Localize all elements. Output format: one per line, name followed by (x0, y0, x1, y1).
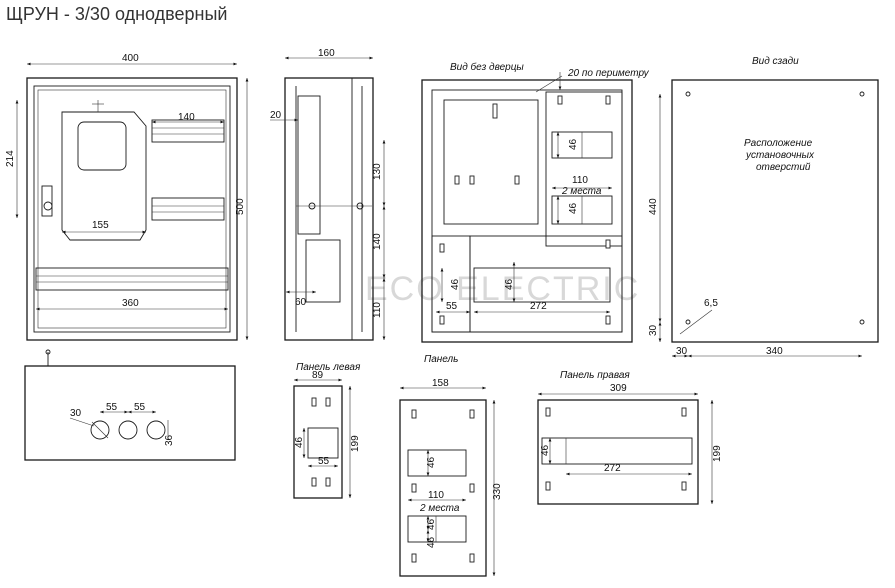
note-line-2: установочных (745, 150, 815, 161)
dim-30-bottom: 30 (70, 408, 82, 419)
dim-214: 214 (5, 150, 16, 167)
dim-46-b: 46 (568, 202, 579, 214)
dim-340: 340 (766, 346, 783, 357)
lock-icon (43, 201, 53, 211)
cable-hole-3 (146, 420, 166, 440)
dim-55: 55 (446, 301, 458, 312)
side-view: 160 20 130 140 110 60 (270, 48, 386, 341)
dim-140: 140 (178, 112, 195, 123)
dim-155: 155 (92, 220, 109, 231)
meter-plate (443, 99, 539, 225)
dim-55-left: 55 (318, 456, 330, 467)
dim-110-side: 110 (372, 302, 383, 318)
dim-272: 272 (530, 301, 547, 312)
dim-46-c: 46 (450, 278, 461, 290)
dim-360: 360 (122, 298, 139, 309)
two-places-panel: 2 места (419, 503, 460, 514)
page-title: ЩРУН - 3/30 однодверный (6, 4, 228, 24)
dim-130: 130 (372, 163, 383, 180)
panel-label: Панель (424, 354, 458, 365)
dim-400: 400 (122, 53, 139, 64)
note-line-1: Расположение (744, 138, 813, 149)
back-view: Вид сзади Расположение установочных отве… (648, 56, 879, 358)
note-line-3: отверстий (756, 162, 811, 173)
hole-bottom-right (859, 319, 865, 325)
dim-140-side: 140 (372, 233, 383, 250)
front-outer-frame (26, 77, 238, 341)
dim-160: 160 (318, 48, 335, 59)
bottom-view: 55 55 30 36 (24, 349, 236, 461)
dim-309: 309 (610, 383, 627, 394)
dim-199-right: 199 (712, 445, 723, 462)
cable-hole-2 (118, 420, 138, 440)
perimeter-note: 20 по периметру (567, 68, 650, 79)
panel-center: Панель 158 46 110 2 места 46 46 330 (399, 354, 503, 577)
cable-hole-1 (90, 420, 110, 440)
front-inner-frame (33, 85, 231, 333)
view-without-door: Вид без дверцы 20 по периметру 46 110 2 … (421, 61, 650, 343)
dim-46-left: 46 (294, 436, 305, 448)
dim-46-right: 46 (540, 444, 551, 456)
dim-55-a: 55 (106, 402, 118, 413)
mounting-holes (439, 95, 611, 325)
hole-top-right (859, 91, 865, 97)
dim-330: 330 (492, 483, 503, 500)
dim-46-a: 46 (568, 138, 579, 150)
panel-right-label: Панель правая (560, 370, 630, 381)
two-places: 2 места (561, 186, 602, 197)
dim-6-5: 6,5 (704, 298, 718, 309)
back-label: Вид сзади (752, 56, 799, 67)
dim-30-vert: 30 (648, 324, 659, 336)
dim-60: 60 (295, 297, 307, 308)
panel-right: Панель правая 309 46 272 199 (537, 370, 723, 505)
hole-bottom-left (685, 319, 691, 325)
meter-display (77, 121, 127, 171)
nodoor-label: Вид без дверцы (450, 61, 524, 73)
dim-89: 89 (312, 370, 324, 381)
dim-272-right: 272 (604, 463, 621, 474)
dim-110: 110 (572, 175, 588, 186)
dim-55-b: 55 (134, 402, 146, 413)
dim-158: 158 (432, 378, 449, 389)
hole-top-left (685, 91, 691, 97)
dim-20: 20 (270, 110, 282, 121)
dim-30-horiz: 30 (676, 346, 688, 357)
dim-500: 500 (235, 198, 246, 215)
dim-46-d: 46 (504, 278, 515, 290)
panel-left-label: Панель левая (296, 362, 361, 373)
dim-46-panel-c: 46 (426, 536, 437, 548)
dim-440: 440 (648, 198, 659, 215)
dim-110-panel: 110 (428, 490, 444, 501)
panel-left: Панель левая 89 46 55 199 (293, 362, 361, 499)
front-view: 400 500 214 140 155 360 (5, 53, 249, 341)
dim-199-left: 199 (350, 435, 361, 452)
dim-36: 36 (164, 434, 175, 446)
dim-46-panel-b: 46 (426, 518, 437, 530)
dim-46-panel-a: 46 (426, 456, 437, 468)
